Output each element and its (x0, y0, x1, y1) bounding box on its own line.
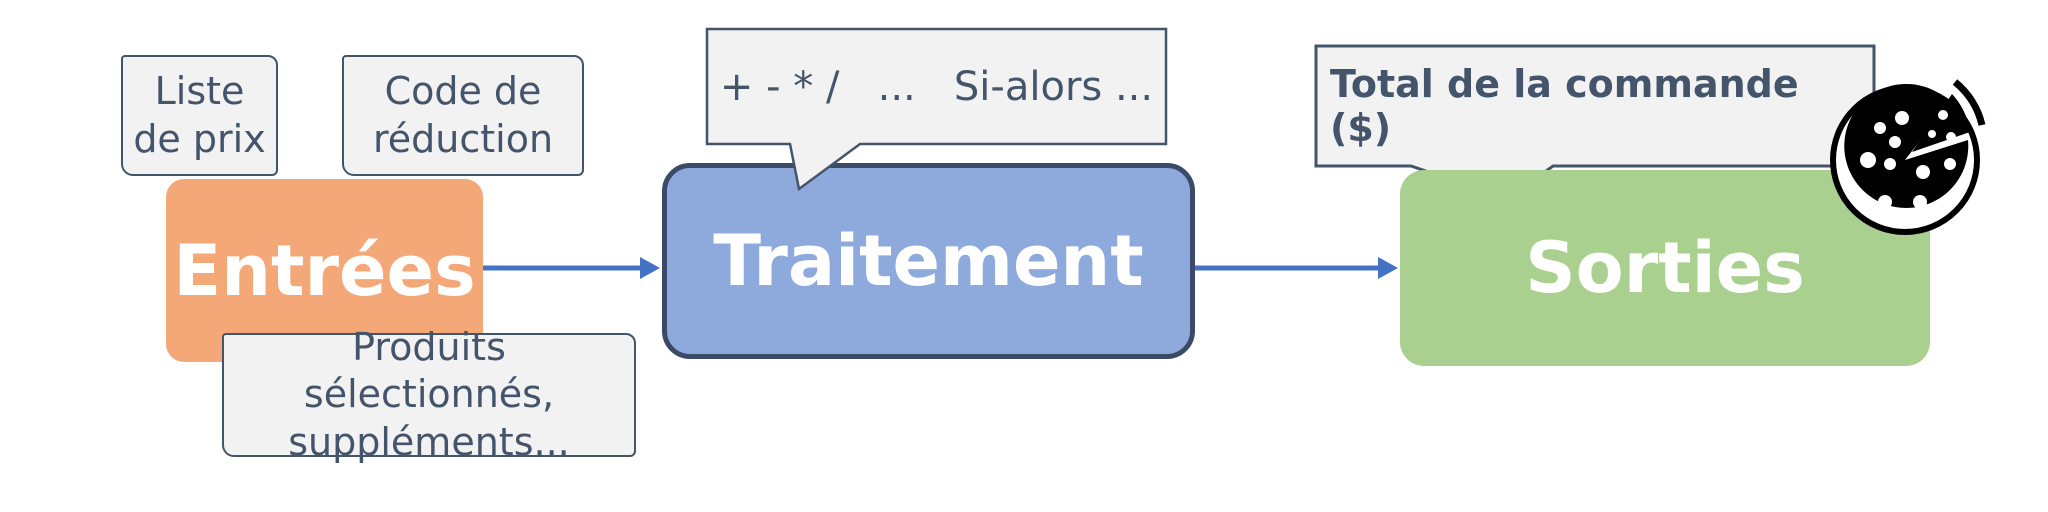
arrow-processing-to-outputs (1195, 257, 1398, 279)
inputs-label: Entrées (173, 229, 476, 312)
pizza-icon (1830, 79, 1986, 235)
processing-callout: + - * / ... Si-alors ... (719, 63, 1154, 110)
note-line: suppléments... (288, 419, 570, 464)
arrow-inputs-to-processing (483, 257, 660, 279)
note-line: réduction (372, 116, 554, 161)
note-discount-code: Code de réduction (342, 55, 584, 176)
processing-label: Traitement (713, 220, 1144, 302)
note-selected-products: Produits sélectionnés, suppléments... (222, 325, 636, 464)
inputs-box: Entrées (166, 179, 483, 362)
outputs-callout: Total de la commande ($) (1330, 62, 1799, 150)
outputs-label: Sorties (1525, 227, 1805, 309)
outputs-box: Sorties (1400, 170, 1930, 366)
note-line: Code de (384, 69, 542, 113)
note-line: de prix (133, 116, 266, 161)
note-line: Produits sélectionnés, (303, 324, 555, 417)
note-price-list: Liste de prix (121, 55, 278, 176)
note-line: Liste (154, 69, 245, 113)
processing-box: Traitement (662, 163, 1195, 359)
